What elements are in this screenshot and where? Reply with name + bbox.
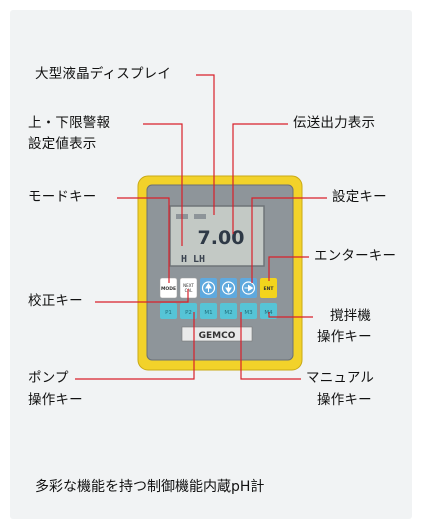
mode-button-label: MODE	[161, 286, 176, 292]
label-manual-line1: マニュアル	[306, 370, 375, 386]
leader-setting	[251, 197, 327, 283]
m3-label: M3	[244, 310, 253, 316]
label-manual-line2: 操作キー	[317, 392, 372, 408]
right-arrow-icon	[241, 281, 256, 295]
brand-plate	[181, 326, 253, 342]
caption: 多彩な機能を持つ制御機能内蔵pH計	[35, 479, 265, 495]
label-agitator-line1: 撹拌機	[330, 308, 372, 324]
label-calibration-key: 校正キー	[28, 293, 83, 309]
m1-button[interactable]	[200, 303, 217, 319]
brand-logo: GEMCO	[199, 331, 236, 341]
label-enter-key: エンターキー	[314, 248, 397, 264]
label-agitator-line2: 操作キー	[317, 329, 372, 345]
down-arrow-icon	[221, 281, 236, 295]
p2-label: P2	[185, 310, 192, 316]
m2-button[interactable]	[220, 303, 237, 319]
label-limit-line1: 上・下限警報	[28, 115, 111, 131]
m4-button[interactable]	[260, 303, 277, 319]
enter-button[interactable]	[260, 278, 277, 298]
label-display: 大型液晶ディスプレイ	[35, 66, 172, 82]
enter-button-label: ENT	[264, 286, 275, 292]
leader-manual	[240, 312, 301, 380]
leader-calibration	[95, 289, 189, 303]
leader-mode	[117, 197, 170, 283]
leader-transmission	[232, 123, 288, 234]
lcd-indicator: H LH	[181, 254, 205, 265]
m1-label: M1	[204, 310, 212, 316]
lcd-value: 7.00	[198, 227, 245, 249]
label-pump-line1: ポンプ	[28, 370, 69, 386]
leader-agitator	[268, 312, 313, 318]
label-transmission: 伝送出力表示	[293, 115, 376, 131]
m3-button[interactable]	[240, 303, 257, 319]
label-mode-key: モードキー	[28, 189, 97, 205]
leader-limit	[143, 123, 183, 246]
label-limit-line2: 設定値表示	[28, 136, 97, 152]
p1-label: P1	[165, 310, 172, 316]
m2-label: M2	[224, 310, 232, 316]
label-setting-key: 設定キー	[332, 189, 387, 205]
leader-enter	[268, 256, 309, 281]
label-pump-line2: 操作キー	[28, 392, 83, 408]
p2-button[interactable]	[180, 303, 197, 319]
leader-pump	[75, 312, 195, 380]
p1-button[interactable]	[160, 303, 177, 319]
leader-display	[196, 74, 215, 215]
up-arrow-icon	[201, 281, 216, 295]
